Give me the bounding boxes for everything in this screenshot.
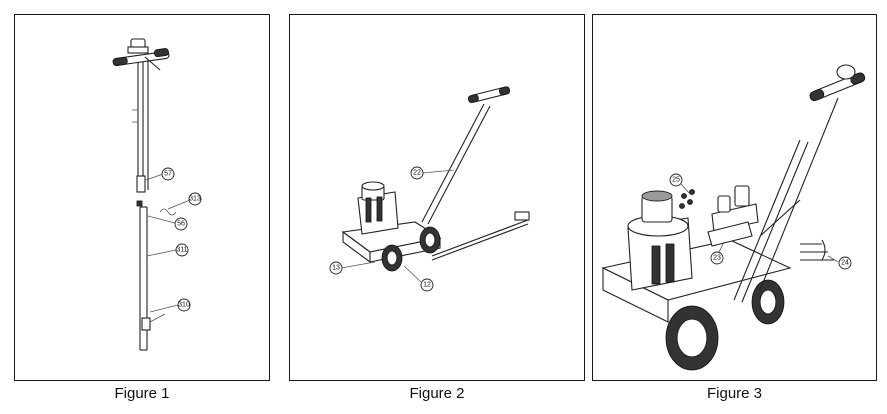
figure-1-callouts: 57 313 56 311 310 [161, 167, 202, 312]
callout-25: 25 [669, 173, 683, 187]
svg-text:22: 22 [413, 170, 421, 177]
callout-311: 311 [175, 243, 189, 257]
svg-text:313: 313 [189, 196, 201, 203]
figure-2-caption: Figure 2 [409, 385, 465, 402]
svg-text:56: 56 [177, 221, 185, 228]
callout-56: 56 [174, 217, 188, 231]
svg-text:57: 57 [164, 171, 172, 178]
callout-22: 22 [410, 166, 424, 180]
callout-12: 12 [420, 278, 434, 292]
svg-text:23: 23 [713, 255, 721, 262]
callout-23: 23 [710, 251, 724, 265]
svg-text:24: 24 [841, 260, 849, 267]
figure-2-callouts: 22 13 12 [329, 166, 434, 292]
figure-3-jack-drawing [601, 64, 866, 371]
callout-13: 13 [329, 261, 343, 275]
figure-1-handle-drawing [112, 38, 191, 351]
svg-text:310: 310 [178, 302, 190, 309]
callout-57: 57 [161, 167, 175, 181]
callout-310: 310 [177, 298, 191, 312]
callout-24: 24 [838, 256, 852, 270]
svg-text:311: 311 [176, 247, 187, 254]
svg-text:12: 12 [423, 282, 431, 289]
figure-3-callouts: 25 23 24 [669, 173, 852, 270]
figure-2-jack-drawing [340, 86, 530, 283]
svg-text:13: 13 [332, 265, 340, 272]
figure-2-panel [289, 14, 585, 381]
figure-3-caption: Figure 3 [706, 385, 763, 402]
callout-313: 313 [188, 192, 202, 206]
bolts-25 [679, 189, 695, 209]
svg-text:25: 25 [672, 177, 680, 184]
figure-1-caption: Figure 1 [114, 385, 170, 402]
